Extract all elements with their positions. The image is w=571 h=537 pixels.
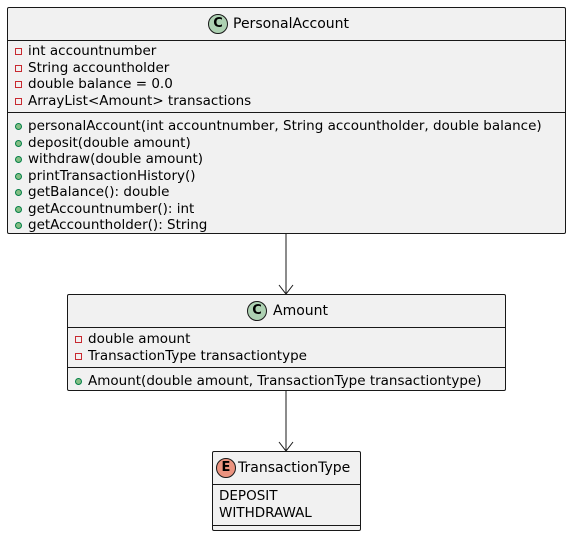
method-text: getAccountholder(): String [28,217,208,233]
field-text: String accountholder [28,59,170,76]
private-visibility-icon [15,48,22,55]
enum-stereotype-icon: E [216,458,236,478]
method-row: personalAccount(int accountnumber, Strin… [8,118,565,135]
private-visibility-icon [75,336,82,343]
class-header: C Amount [68,295,505,328]
method-text: printTransactionHistory() [28,167,196,184]
class-fields: double amount TransactionType transactio… [68,328,505,368]
class-header: C PersonalAccount [8,8,565,41]
class-name: PersonalAccount [233,16,350,32]
field-row: TransactionType transactiontype [68,348,505,365]
private-visibility-icon [15,97,22,105]
class-name: Amount [273,303,329,319]
field-row: double amount [68,331,505,348]
public-visibility-icon [15,222,22,229]
public-visibility-icon [15,205,22,213]
method-row: printTransactionHistory() [8,168,565,185]
enum-name: TransactionType [238,460,351,476]
field-row: int accountnumber [8,43,565,60]
method-text: getBalance(): double [28,184,170,200]
method-text: getAccountnumber(): int [28,200,195,217]
field-text: ArrayList<Amount> transactions [28,92,252,109]
class-methods: personalAccount(int accountnumber, Strin… [8,113,565,234]
method-row: Amount(double amount, TransactionType tr… [68,373,505,390]
enum-value: DEPOSIT [219,488,278,504]
method-text: deposit(double amount) [28,134,191,151]
private-visibility-icon [15,81,22,88]
public-visibility-icon [75,378,82,385]
public-visibility-icon [15,139,22,147]
enum-value: WITHDRAWAL [219,504,312,521]
enum-header: E TransactionType [213,452,360,485]
public-visibility-icon [15,123,22,130]
private-visibility-icon [75,352,82,360]
method-row: getAccountnumber(): int [8,201,565,218]
field-text: double balance = 0.0 [28,76,173,92]
method-text: withdraw(double amount) [28,151,203,167]
method-row: getAccountholder(): String [8,217,565,234]
class-amount[interactable]: C Amount double amount TransactionType t… [67,294,506,391]
class-fields: int accountnumber String accountholder d… [8,41,565,113]
relation-personalaccount-amount [278,234,294,295]
field-text: double amount [88,331,191,347]
class-stereotype-icon: C [208,14,228,34]
public-visibility-icon [15,156,22,163]
private-visibility-icon [15,64,22,72]
method-row: withdraw(double amount) [8,151,565,168]
enum-methods [213,526,360,534]
field-row: String accountholder [8,60,565,77]
class-methods: Amount(double amount, TransactionType tr… [68,368,505,390]
relation-amount-transactiontype [278,391,294,452]
method-text: Amount(double amount, TransactionType tr… [88,373,482,389]
method-row: getBalance(): double [8,184,565,201]
field-row: double balance = 0.0 [8,76,565,93]
class-personalaccount[interactable]: C PersonalAccount int accountnumber Stri… [7,7,566,234]
field-text: int accountnumber [28,43,157,59]
enum-values: DEPOSIT WITHDRAWAL [213,485,360,526]
method-row: deposit(double amount) [8,135,565,152]
class-stereotype-icon: C [247,301,267,321]
field-text: TransactionType transactiontype [88,347,307,364]
enum-transactiontype[interactable]: E TransactionType DEPOSIT WITHDRAWAL [212,451,361,531]
public-visibility-icon [15,189,22,196]
method-text: personalAccount(int accountnumber, Strin… [28,118,542,134]
field-row: ArrayList<Amount> transactions [8,93,565,110]
public-visibility-icon [15,172,22,180]
